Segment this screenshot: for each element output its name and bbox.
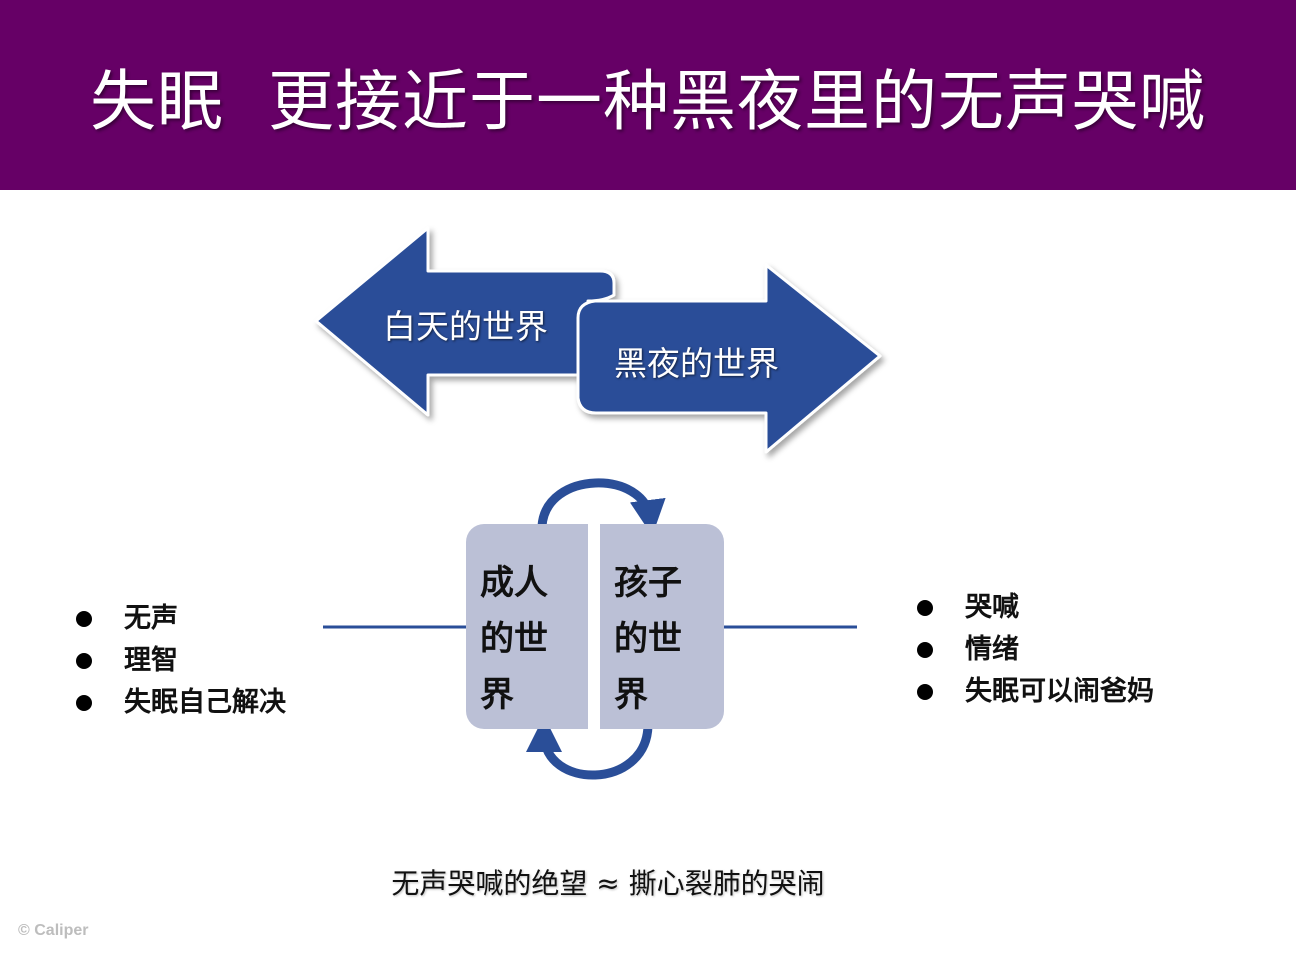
child-world-text: 孩子 的世 界 <box>614 555 704 723</box>
copyright-text: © Caliper <box>18 922 89 939</box>
child-traits-list: 哭喊 情绪 失眠可以闹爸妈 <box>917 587 1154 713</box>
adult-world-line: 成人 <box>480 563 548 603</box>
adult-traits-list: 无声 理智 失眠自己解决 <box>76 598 286 724</box>
bottom-curved-arrow-icon <box>526 716 653 780</box>
list-item: 失眠自己解决 <box>76 682 286 724</box>
list-item: 哭喊 <box>917 587 1154 629</box>
footer-caption: 无声哭喊的绝望 ≈ 撕心裂肺的哭闹 <box>391 867 825 900</box>
night-world-label: 黑夜的世界 <box>614 344 779 383</box>
adult-world-panel: 成人 的世 界 <box>466 524 588 729</box>
list-item: 无声 <box>76 598 286 640</box>
title-bar <box>0 0 1296 190</box>
list-item: 情绪 <box>917 629 1154 671</box>
child-world-line: 的世 <box>614 619 682 659</box>
list-item: 失眠可以闹爸妈 <box>917 671 1154 713</box>
top-curved-arrow-icon <box>537 478 666 536</box>
right-arrow-shape <box>576 263 882 454</box>
adult-world-line: 的世 <box>480 619 548 659</box>
left-arrow-shape <box>314 226 616 417</box>
child-world-line: 界 <box>614 675 648 715</box>
adult-world-text: 成人 的世 界 <box>480 555 570 723</box>
day-world-label: 白天的世界 <box>383 307 548 346</box>
child-world-panel: 孩子 的世 界 <box>600 524 724 729</box>
list-item: 理智 <box>76 640 286 682</box>
adult-world-line: 界 <box>480 675 514 715</box>
page-title: 失眠 更接近于一种黑夜里的无声哭喊 <box>90 63 1206 140</box>
child-world-line: 孩子 <box>614 563 682 603</box>
